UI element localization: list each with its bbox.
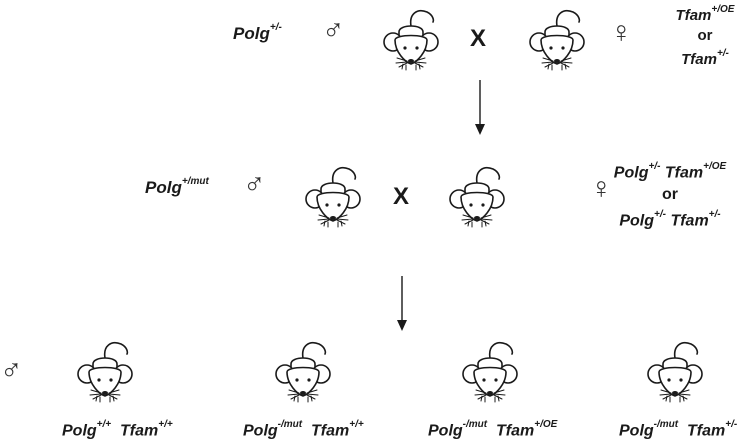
male-symbol-icon: ♂	[243, 168, 266, 201]
gene-name: Polg	[428, 422, 463, 440]
allele: +/OE	[711, 4, 735, 15]
allele: +/-	[725, 419, 738, 430]
mouse-icon	[77, 341, 133, 403]
or-label: or	[697, 27, 713, 44]
down-arrow-icon	[397, 276, 407, 331]
allele: +/-	[648, 161, 661, 172]
allele: +/OE	[703, 161, 727, 172]
mouse-icon	[275, 341, 331, 403]
cross1-male-label: Polg+/-	[233, 22, 282, 44]
gene-name: Polg	[619, 422, 654, 440]
gene-name: Tfam	[687, 422, 726, 440]
female-option-1: Tfam+/OE	[670, 2, 740, 26]
gene-name: Tfam	[670, 212, 709, 230]
allele: +/mut	[181, 176, 209, 188]
allele: -/mut	[277, 419, 303, 430]
allele: +/+	[96, 419, 112, 430]
mouse-icon	[462, 341, 518, 403]
mouse-icon	[383, 9, 439, 71]
gene-name: Polg	[62, 422, 97, 440]
gene-name: Tfam	[675, 7, 712, 24]
cross-symbol: X	[470, 25, 487, 52]
allele: +/OE	[534, 419, 558, 430]
mouse-icon	[647, 341, 703, 403]
offspring-genotype-2: Polg-/mut Tfam+/+	[243, 419, 364, 440]
offspring-genotype-1: Polg+/+ Tfam+/+	[62, 419, 173, 440]
gene-name: Tfam	[496, 422, 535, 440]
gene-name: Tfam	[681, 51, 717, 68]
allele: -/mut	[462, 419, 488, 430]
male-symbol-icon: ♂	[0, 354, 23, 387]
female-symbol-icon: ♀	[590, 172, 613, 205]
female-option-2: Polg+/- Tfam+/-	[590, 206, 750, 232]
cross-symbol: X	[393, 183, 410, 210]
allele: +/-	[654, 209, 666, 221]
gene-name: Tfam	[311, 422, 350, 440]
allele: +/-	[269, 22, 282, 34]
cross2-male-label: Polg+/mut	[145, 176, 209, 198]
gene-name: Tfam	[120, 422, 159, 440]
female-symbol-icon: ♀	[610, 16, 633, 49]
cross2-female-labels: Polg+/- Tfam+/OE or Polg+/- Tfam+/-	[590, 158, 750, 233]
mouse-icon	[529, 9, 585, 71]
mouse-icon	[449, 166, 505, 228]
gene-name: Tfam	[664, 164, 704, 182]
gene-name: Polg	[145, 178, 182, 197]
allele: +/-	[716, 48, 729, 59]
male-symbol-icon: ♂	[322, 14, 345, 47]
gene-name: Polg	[619, 212, 655, 230]
female-option-1: Polg+/- Tfam+/OE	[590, 158, 750, 184]
allele: +/+	[349, 419, 364, 430]
allele: +/+	[158, 419, 173, 430]
or-label: or	[662, 186, 678, 204]
gene-name: Polg	[243, 422, 278, 440]
allele: -/mut	[653, 419, 679, 430]
cross1-female-labels: Tfam+/OE or Tfam+/-	[670, 2, 740, 70]
allele: +/-	[708, 209, 721, 221]
female-option-2: Tfam+/-	[670, 46, 740, 70]
down-arrow-icon	[475, 80, 485, 135]
gene-name: Polg	[233, 24, 270, 43]
gene-name: Polg	[613, 164, 649, 182]
offspring-genotype-3: Polg-/mut Tfam+/OE	[428, 419, 558, 440]
mouse-icon	[305, 166, 361, 228]
offspring-genotype-4: Polg-/mut Tfam+/-	[619, 419, 738, 440]
